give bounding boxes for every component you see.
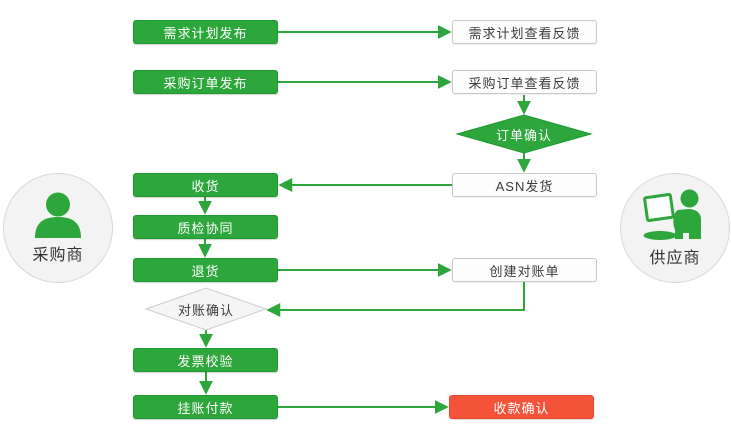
supplier-label: 供应商 [649,249,701,267]
node-create-statement: 创建对账单 [452,258,597,282]
person-laptop-icon [643,189,701,240]
node-return-goods: 退货 [133,258,278,282]
node-invoice-verify: 发票校验 [133,348,278,372]
node-asn-ship: ASN发货 [452,173,597,197]
supplier-circle: 供应商 [620,173,730,283]
node-book-payment: 挂账付款 [133,395,278,419]
node-purchase-order-feedback: 采购订单查看反馈 [452,70,597,94]
diamond-order-confirm [455,114,593,154]
node-quality-inspection: 质检协同 [133,215,278,239]
person-icon [35,192,81,238]
node-receive-goods: 收货 [133,173,278,197]
node-demand-plan-feedback: 需求计划查看反馈 [452,20,597,44]
diamond-statement-confirm [144,287,268,331]
node-demand-plan-publish: 需求计划发布 [133,20,278,44]
node-receipt-confirm: 收款确认 [449,395,594,419]
node-purchase-order-publish: 采购订单发布 [133,70,278,94]
buyer-circle: 采购商 [3,173,113,283]
arrow-statement-to-confirm [266,282,525,317]
buyer-label: 采购商 [32,246,84,264]
